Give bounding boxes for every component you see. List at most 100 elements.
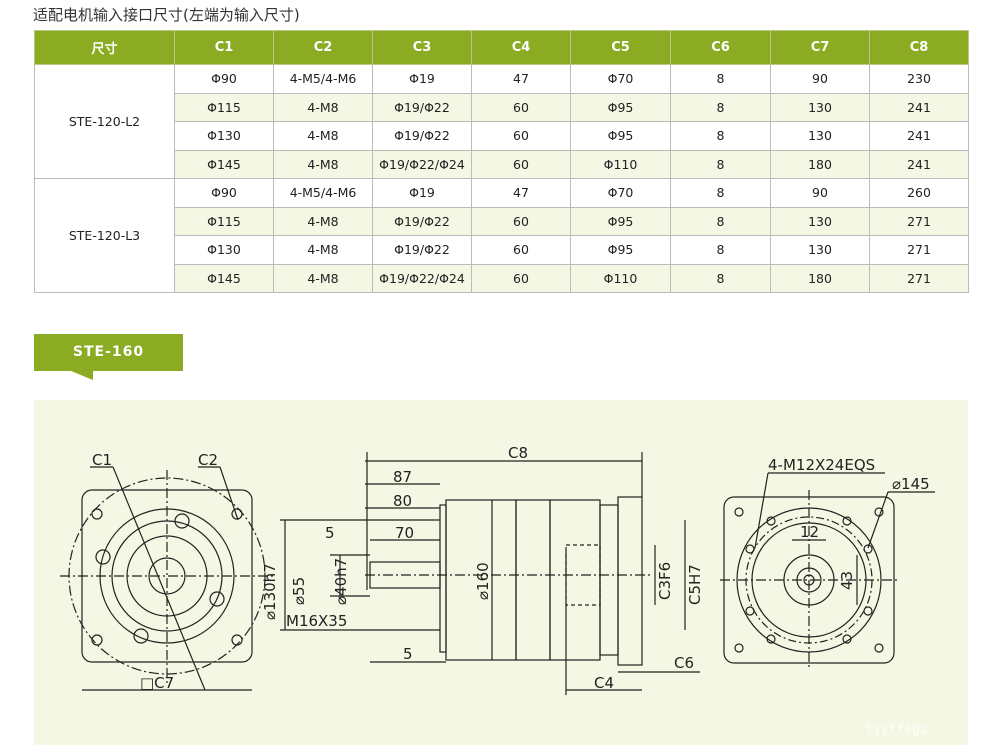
table-cell: 230 <box>869 64 969 94</box>
table-cell: 8 <box>670 235 771 265</box>
table-cell: 180 <box>770 149 870 179</box>
watermark: tjytfsgc <box>865 722 928 737</box>
label-c1: C1 <box>92 451 112 469</box>
label-55: ⌀55 <box>290 577 308 605</box>
table-cell: Φ130 <box>174 121 274 151</box>
column-header: C6 <box>670 30 771 65</box>
label-c5h7: C5H7 <box>686 564 704 605</box>
label-m16: M16X35 <box>286 612 347 630</box>
column-header: C5 <box>570 30 671 65</box>
table-cell: 4-M5/4-M6 <box>273 64 373 94</box>
table-cell: 260 <box>869 178 969 208</box>
table-cell: 241 <box>869 149 969 179</box>
table-cell: Φ115 <box>174 206 274 236</box>
section-tag-pointer <box>71 371 93 380</box>
table-cell: 130 <box>770 206 870 236</box>
table-cell: Φ19/Φ22/Φ24 <box>372 263 472 293</box>
table-cell: Φ130 <box>174 235 274 265</box>
label-12: 12 <box>800 523 819 541</box>
page-title: 适配电机输入接口尺寸(左端为输入尺寸) <box>33 6 300 24</box>
table-cell: 60 <box>471 206 571 236</box>
label-40h7: ⌀40h7 <box>332 558 350 605</box>
table-cell: 130 <box>770 121 870 151</box>
table-cell: 90 <box>770 178 870 208</box>
table-cell: 60 <box>471 92 571 122</box>
column-header: C4 <box>471 30 571 65</box>
label-87: 87 <box>393 468 412 486</box>
table-cell: 4-M8 <box>273 263 373 293</box>
table-cell: 130 <box>770 235 870 265</box>
label-c6: C6 <box>674 654 694 672</box>
table-cell: Φ115 <box>174 92 274 122</box>
column-header: C7 <box>770 30 870 65</box>
table-cell: 180 <box>770 263 870 293</box>
table-cell: 130 <box>770 92 870 122</box>
label-43: 43 <box>838 571 856 590</box>
label-c8: C8 <box>508 444 528 462</box>
label-c7: □C7 <box>140 674 174 692</box>
table-cell: 8 <box>670 206 771 236</box>
table-cell: 60 <box>471 235 571 265</box>
table-cell: Φ90 <box>174 64 274 94</box>
table-cell: Φ19/Φ22 <box>372 206 472 236</box>
table-cell: Φ19 <box>372 64 472 94</box>
table-cell: Φ19/Φ22 <box>372 121 472 151</box>
table-cell: 4-M5/4-M6 <box>273 178 373 208</box>
rear-view: 4-M12X24EQS ⌀145 12 43 <box>720 456 935 670</box>
front-view: C1 C2 □C7 <box>60 451 275 692</box>
table-cell: 271 <box>869 206 969 236</box>
label-5b: 5 <box>403 645 413 663</box>
table-cell: Φ19/Φ22 <box>372 235 472 265</box>
drawing-panel: C1 C2 □C7 C8 87 80 5 70 ⌀130h7 ⌀55 ⌀40h7… <box>34 400 968 745</box>
label-holes: 4-M12X24EQS <box>768 456 875 474</box>
table-cell: Φ95 <box>570 235 671 265</box>
table-cell: Φ19/Φ22/Φ24 <box>372 149 472 179</box>
table-cell: 60 <box>471 149 571 179</box>
table-cell: Φ110 <box>570 263 671 293</box>
table-cell: 8 <box>670 121 771 151</box>
table-cell: 47 <box>471 64 571 94</box>
table-cell: 4-M8 <box>273 92 373 122</box>
label-c3f6: C3F6 <box>656 562 674 600</box>
label-5a: 5 <box>325 524 335 542</box>
table-cell: Φ145 <box>174 263 274 293</box>
table-cell: 8 <box>670 178 771 208</box>
label-c4: C4 <box>594 674 614 692</box>
table-cell: Φ95 <box>570 92 671 122</box>
table-cell: 90 <box>770 64 870 94</box>
table-cell: Φ70 <box>570 178 671 208</box>
table-cell: 47 <box>471 178 571 208</box>
technical-drawing: C1 C2 □C7 C8 87 80 5 70 ⌀130h7 ⌀55 ⌀40h7… <box>60 444 935 695</box>
table-cell: Φ19/Φ22 <box>372 92 472 122</box>
table-cell: 8 <box>670 64 771 94</box>
model-cell: STE-120-L2 <box>34 64 175 179</box>
label-80: 80 <box>393 492 412 510</box>
label-c2: C2 <box>198 451 218 469</box>
label-130h7: ⌀130h7 <box>261 563 279 620</box>
table-cell: Φ90 <box>174 178 274 208</box>
column-header: C8 <box>869 30 969 65</box>
side-view: C8 87 80 5 70 ⌀130h7 ⌀55 ⌀40h7 M16X35 ⌀1… <box>261 444 704 695</box>
table-cell: Φ95 <box>570 121 671 151</box>
column-header: C1 <box>174 30 274 65</box>
label-145: ⌀145 <box>892 475 930 493</box>
table-cell: 4-M8 <box>273 149 373 179</box>
table-cell: Φ110 <box>570 149 671 179</box>
column-header: C3 <box>372 30 472 65</box>
table-cell: 4-M8 <box>273 206 373 236</box>
table-cell: 60 <box>471 121 571 151</box>
table-cell: 271 <box>869 263 969 293</box>
table-cell: Φ95 <box>570 206 671 236</box>
model-cell: STE-120-L3 <box>34 178 175 293</box>
table-cell: 271 <box>869 235 969 265</box>
table-cell: 241 <box>869 121 969 151</box>
table-cell: 241 <box>869 92 969 122</box>
table-cell: 8 <box>670 92 771 122</box>
